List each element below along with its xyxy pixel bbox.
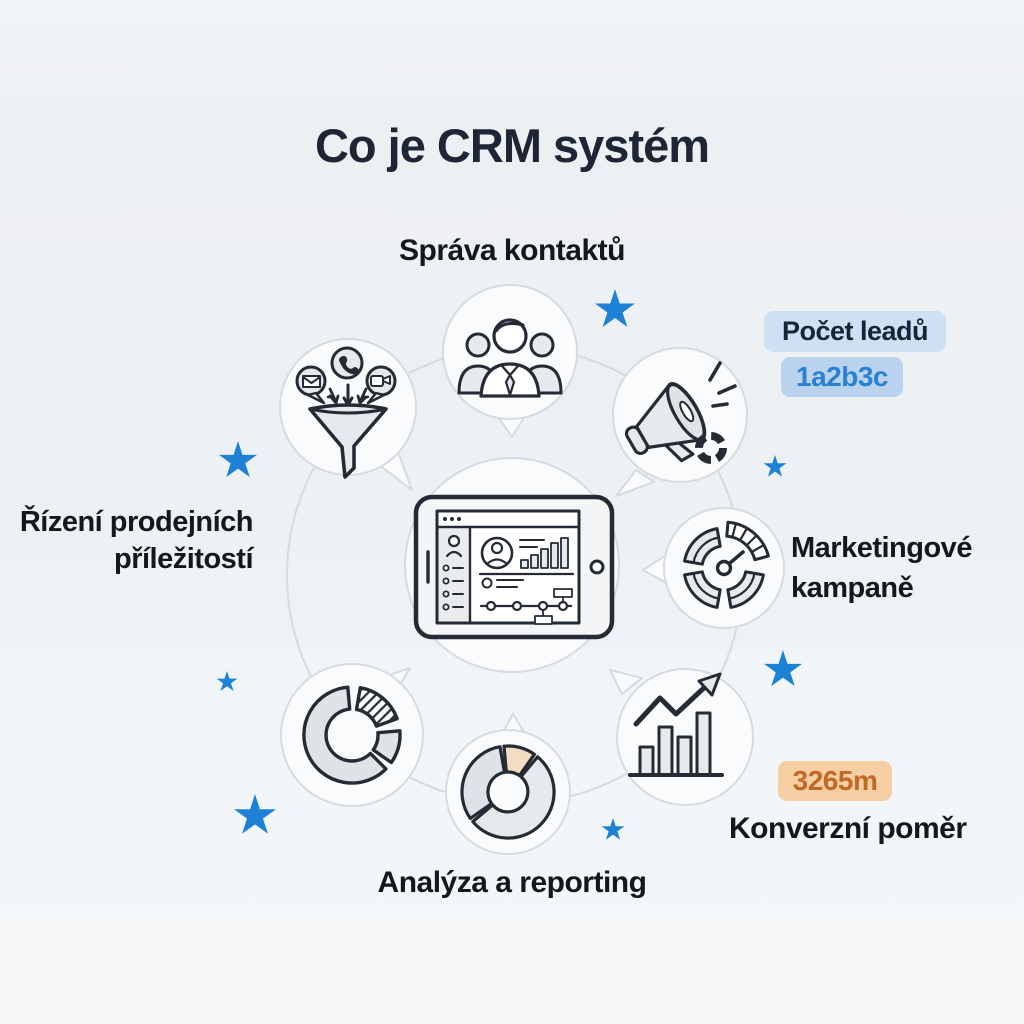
lead-funnel-icon	[295, 346, 397, 479]
star-icon	[763, 650, 803, 687]
crm-dashboard-tablet-icon	[413, 494, 615, 640]
megaphone-icon	[624, 361, 737, 464]
star-icon	[601, 818, 625, 840]
bubble-tail	[615, 469, 655, 497]
pie-chart-icon	[460, 744, 556, 840]
star-icon	[218, 441, 258, 478]
leads-count-badge: Počet leadů	[764, 311, 947, 352]
label-sales: Řízení prodejních příležitostí	[19, 506, 254, 575]
star-icon	[763, 455, 787, 477]
label-contacts: Správa kontaktů	[399, 234, 625, 267]
gauge-icon	[683, 520, 770, 609]
segments-node-circle	[280, 663, 424, 807]
label-conversion: Konverzní poměr	[729, 812, 967, 845]
people-group-icon	[457, 318, 563, 398]
bubble-tail	[609, 669, 643, 695]
conversion-value-badge: 3265m	[778, 761, 892, 801]
leads-value-badge: 1a2b3c	[781, 357, 903, 397]
donut-chart-icon	[302, 685, 402, 785]
star-icon	[595, 289, 635, 327]
page-title: Co je CRM systém	[314, 119, 710, 172]
star-icon	[234, 794, 276, 834]
label-campaigns: Marketingové kampaně	[791, 532, 972, 604]
growth-chart-icon	[628, 672, 724, 777]
label-analytics: Analýza a reporting	[377, 866, 647, 899]
star-icon	[216, 671, 238, 691]
